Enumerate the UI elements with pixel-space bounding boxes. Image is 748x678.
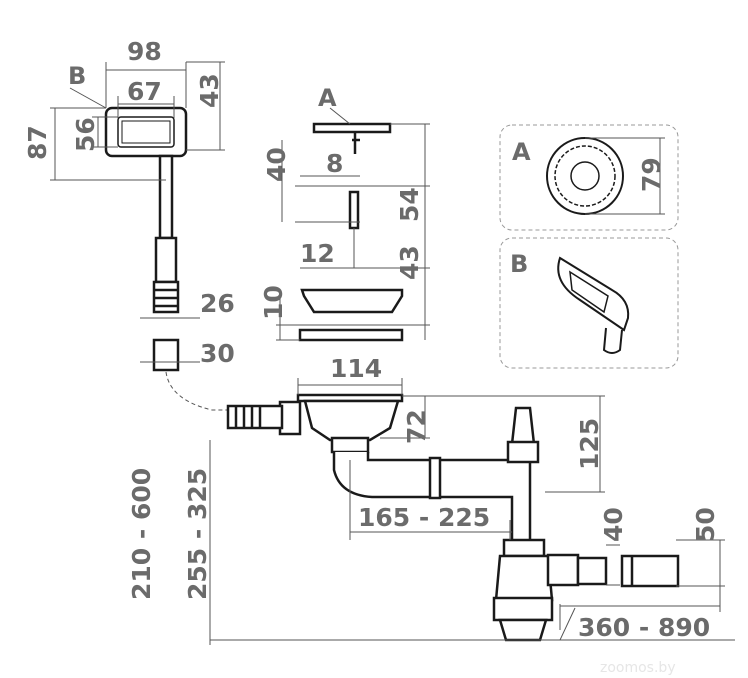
watermark: zoomos.by: [600, 660, 676, 676]
pipe-diameter: 50: [691, 507, 720, 542]
overflow-height-outer: 87: [23, 125, 52, 160]
total-height: 255 - 325: [183, 468, 212, 600]
overflow-width-outer: 98: [127, 37, 162, 66]
stand-height: 125: [575, 418, 604, 470]
plug-screw-diameter: 12: [300, 239, 335, 268]
plug-height: 40: [262, 147, 291, 182]
bowl-width: 114: [330, 354, 382, 383]
basket-height: 10: [259, 285, 288, 320]
inset-a-diameter: 79: [637, 157, 666, 192]
bowl-depth: 72: [402, 409, 431, 444]
hose-length: 210 - 600: [127, 468, 156, 600]
inset-a-letter: A: [512, 138, 531, 166]
hose-diameter-outer: 30: [200, 339, 235, 368]
overflow-width-inner: 67: [127, 77, 162, 106]
horizontal-span: 165 - 225: [358, 503, 490, 532]
siphon-assembly: [209, 378, 735, 645]
strainer-plug-assembly: [276, 107, 430, 342]
overflow-depth: 43: [195, 73, 224, 108]
outlet-diameter: 40: [599, 507, 628, 542]
inset-b-letter: B: [510, 250, 528, 278]
outlet-length: 360 - 890: [578, 613, 710, 642]
overflow-assembly: [50, 61, 300, 411]
plug-screw-length: 54: [395, 187, 424, 222]
overflow-letter: B: [68, 62, 86, 90]
overflow-height-inner: 56: [71, 117, 100, 152]
plug-gap: 43: [395, 245, 424, 280]
plug-stem-diameter: 8: [326, 149, 343, 178]
hose-diameter-inner: 26: [200, 289, 235, 318]
inset-b-panel: [499, 237, 679, 369]
inset-a-panel: [499, 124, 679, 231]
plug-letter: A: [318, 84, 337, 112]
